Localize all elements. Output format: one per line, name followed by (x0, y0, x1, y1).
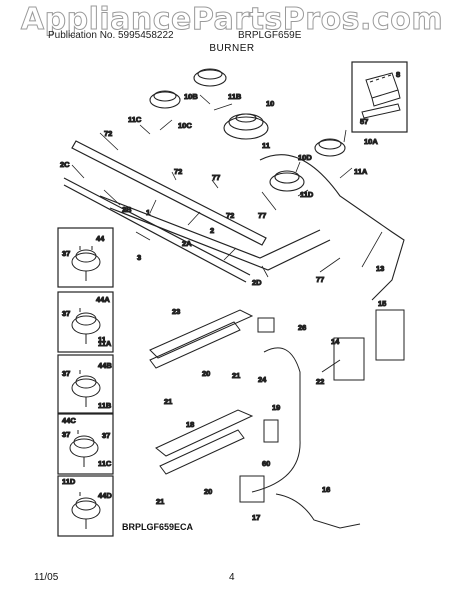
callout-26: 26 (298, 323, 306, 332)
callout-11: 11 (262, 141, 270, 150)
callout-11a-inset: 11A (98, 339, 112, 348)
gas-manifold (63, 140, 331, 283)
callout-2d: 2D (252, 278, 262, 287)
callout-22: 22 (316, 377, 324, 386)
callout-11b-inset: 11B (98, 401, 112, 410)
callout-11-inset: 11 (98, 335, 106, 344)
callout-72-b: 72 (174, 167, 182, 176)
callout-21-c: 21 (156, 497, 164, 506)
model-number: BRPLGF659E (238, 30, 302, 41)
callout-60: 60 (262, 459, 270, 468)
diagram-model-code: BRPLGF659ECA (122, 522, 194, 532)
callout-20-b: 20 (204, 487, 212, 496)
callout-20-a: 20 (202, 369, 210, 378)
callout-2b: 2B (122, 205, 132, 214)
bracket-part (361, 72, 401, 119)
inset-box-valve-44b (57, 354, 114, 414)
callout-11d-inset: 11D (62, 477, 76, 486)
callout-44a: 44A (96, 295, 110, 304)
callout-13: 13 (376, 264, 384, 273)
callout-77-b: 77 (258, 211, 266, 220)
callout-2: 2 (210, 226, 214, 235)
footer-page-number: 4 (229, 572, 235, 583)
callout-21-a: 21 (232, 371, 240, 380)
inset-box-valve-44c (57, 413, 114, 475)
callout-72-c: 72 (226, 211, 234, 220)
inset-box-valve-44a (57, 291, 114, 353)
tubing-and-lower-parts (149, 154, 405, 529)
callout-44c: 44C (62, 416, 76, 425)
valve-drawings (69, 246, 101, 529)
inset-box-valve-44 (57, 227, 114, 288)
callout-10b: 10B (184, 92, 198, 101)
callout-24: 24 (258, 375, 267, 384)
section-title: BURNER (209, 43, 255, 54)
callout-10a: 10A (364, 137, 378, 146)
callout-8: 8 (396, 70, 400, 79)
footer-date: 11/05 (34, 572, 59, 583)
callout-15: 15 (378, 299, 386, 308)
callout-77-a: 77 (212, 173, 220, 182)
callout-3: 3 (137, 253, 141, 262)
callout-44: 44 (96, 234, 105, 243)
callout-14: 14 (331, 337, 340, 346)
callout-21-b: 21 (164, 397, 172, 406)
callout-37-c: 37 (62, 369, 70, 378)
callout-11c-inset: 11C (98, 459, 112, 468)
callout-19: 19 (272, 403, 280, 412)
callout-10: 10 (266, 99, 274, 108)
callout-2c: 2C (60, 160, 70, 169)
publication-prefix: Publication No. (48, 30, 116, 41)
callout-37-a: 37 (62, 249, 70, 258)
callout-11a: 11A (354, 167, 368, 176)
callout-18: 18 (186, 420, 194, 429)
callout-11b: 11B (228, 92, 242, 101)
watermark: AppliancePartsPros.com (20, 2, 444, 38)
callout-44b: 44B (98, 361, 112, 370)
burner-heads (149, 68, 346, 192)
callout-11d: 11D (300, 190, 314, 199)
callout-2a: 2A (182, 239, 192, 248)
callout-23: 23 (172, 307, 180, 316)
callout-17: 17 (252, 513, 260, 522)
callout-37-d: 37 (102, 431, 110, 440)
callout-44d: 44D (98, 491, 112, 500)
publication-number: 5995458222 (118, 30, 174, 41)
callout-37-e: 37 (62, 430, 70, 439)
callout-16: 16 (322, 485, 330, 494)
inset-box-bracket (351, 61, 408, 133)
callout-77-c: 77 (316, 275, 324, 284)
callout-10c: 10C (178, 121, 192, 130)
inset-box-valve-44d (57, 475, 114, 537)
callout-57: 57 (360, 117, 368, 126)
callout-10d: 10D (298, 153, 312, 162)
callout-11c: 11C (128, 115, 142, 124)
leader-lines (71, 94, 383, 278)
callout-37-b: 37 (62, 309, 70, 318)
callout-72-a: 72 (104, 129, 112, 138)
callout-1: 1 (146, 208, 150, 217)
